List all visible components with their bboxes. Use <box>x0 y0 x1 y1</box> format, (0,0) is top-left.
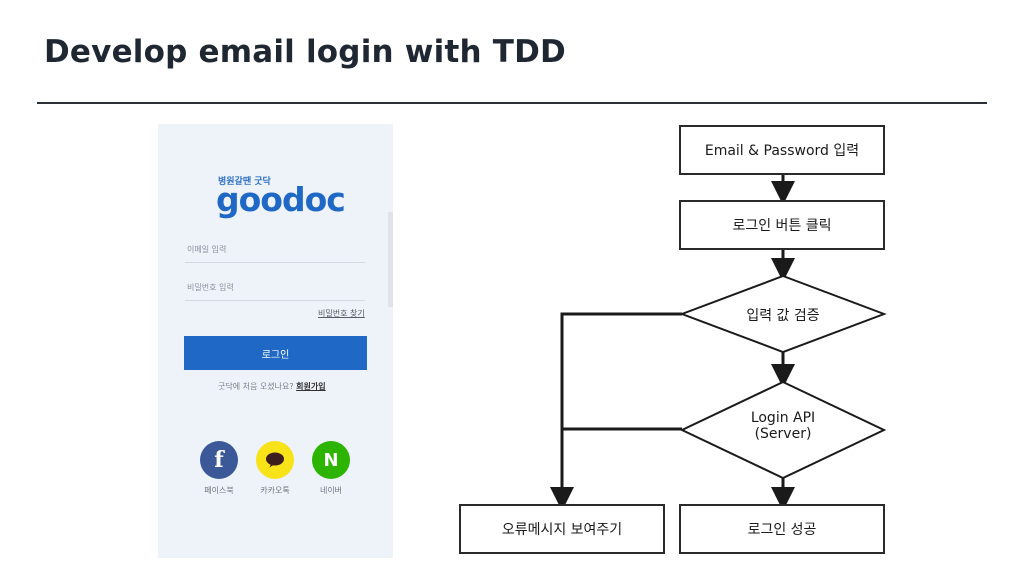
facebook-label: 페이스북 <box>204 486 234 495</box>
email-placeholder: 이메일 입력 <box>187 245 227 254</box>
login-api-line1: Login API <box>750 410 816 426</box>
login-api-line2: (Server) <box>754 426 812 442</box>
flow-step-validate-input: 입력 값 검증 <box>746 308 820 324</box>
facebook-icon: f <box>214 447 224 473</box>
flow-step-click-login: 로그인 버튼 클릭 <box>679 200 885 250</box>
email-field[interactable]: 이메일 입력 <box>185 242 365 263</box>
signup-prompt: 굿닥에 처음 오셨나요? 회원가입 <box>218 381 326 392</box>
login-button[interactable]: 로그인 <box>184 336 367 370</box>
page-title: Develop email login with TDD <box>44 34 566 70</box>
brand-logo: goodoc <box>216 180 346 219</box>
kakaotalk-label: 카카오톡 <box>260 486 290 495</box>
naver-button[interactable]: N <box>312 441 350 479</box>
scroll-edge <box>388 212 393 307</box>
flow-step-email-password-input: Email & Password 입력 <box>679 125 885 175</box>
validate-input-diamond <box>679 274 887 354</box>
login-screen-mockup: 병원갈땐 굿닥 goodoc 이메일 입력 비밀번호 입력 비밀번호 찾기 로그… <box>158 124 393 558</box>
signup-link[interactable]: 회원가입 <box>296 382 326 391</box>
kakaotalk-icon <box>266 452 284 468</box>
validation-fail-arrow <box>550 312 682 511</box>
title-divider <box>37 102 987 104</box>
signup-question: 굿닥에 처음 오셨나요? <box>218 382 294 391</box>
kakaotalk-button[interactable] <box>256 441 294 479</box>
flow-step-show-error: 오류메시지 보여주기 <box>459 504 665 554</box>
flow-step-login-success: 로그인 성공 <box>679 504 885 554</box>
naver-label: 네이버 <box>319 486 343 495</box>
password-placeholder: 비밀번호 입력 <box>187 283 234 292</box>
brand-tagline: 병원갈땐 굿닥 <box>218 177 271 187</box>
password-field[interactable]: 비밀번호 입력 <box>185 280 365 301</box>
login-api-diamond <box>679 380 887 480</box>
naver-icon: N <box>323 449 339 471</box>
flow-step-login-api: Login API (Server) <box>703 410 863 442</box>
facebook-button[interactable]: f <box>200 441 238 479</box>
find-password-link[interactable]: 비밀번호 찾기 <box>318 309 365 318</box>
